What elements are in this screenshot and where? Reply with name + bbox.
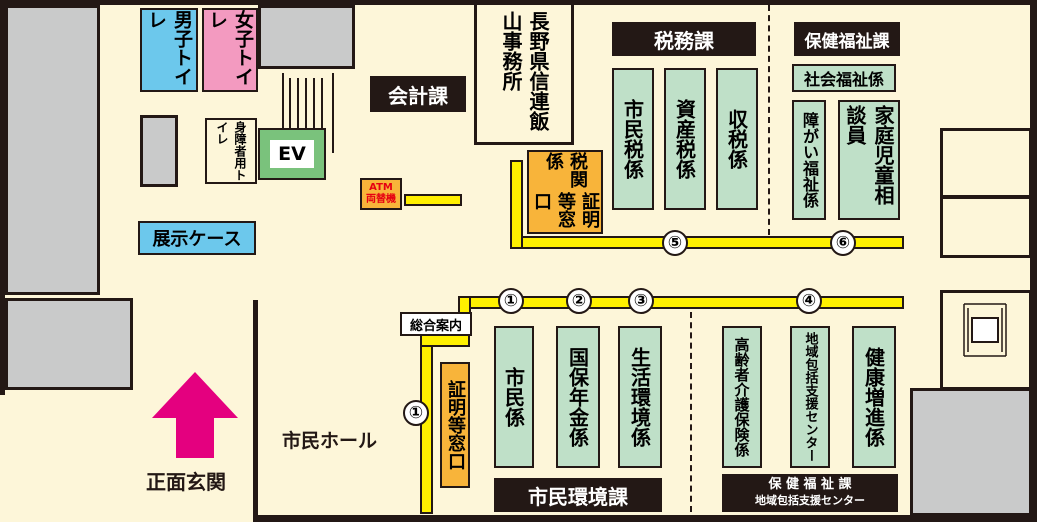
counter-4[interactable]: ④ xyxy=(796,288,822,314)
main-entrance-label: 正面玄関 xyxy=(146,470,226,494)
social-welfare-desk: 社会福祉係 xyxy=(792,64,896,92)
accounting-division: 会計課 xyxy=(370,76,466,112)
counter-5[interactable]: ⑤ xyxy=(662,230,688,256)
health-promotion-desk: 健康増進係 xyxy=(852,326,896,468)
entrance-arrow-icon xyxy=(150,370,240,460)
atm-exchange-label: 両替機 xyxy=(366,194,396,205)
citizen-env-division-header: 市民環境課 xyxy=(494,478,662,512)
gray-pillar xyxy=(140,115,178,187)
citizen-hall-label: 市民ホール xyxy=(282,430,378,452)
right-room-middle xyxy=(940,196,1032,258)
accounting-label: 会計課 xyxy=(388,83,448,108)
citizen-env-division-label: 市民環境課 xyxy=(528,484,628,509)
environment-desk: 生活環境係 xyxy=(618,326,662,468)
gray-column-left xyxy=(5,5,100,295)
bank-label: 長野県信連飯山事務所 xyxy=(499,11,550,131)
welfare-sign-title: 保 健 福 祉 課 xyxy=(768,477,852,492)
atm[interactable]: ATM 両替機 xyxy=(360,178,402,210)
counter-6[interactable]: ⑥ xyxy=(830,230,856,256)
welfare-division-header: 保健福祉課 xyxy=(794,22,900,56)
property-tax-desk: 資産税係 xyxy=(664,68,706,210)
welfare-division-sign: 保 健 福 祉 課 地域包括支援センター xyxy=(722,474,898,512)
display-case: 展示ケース xyxy=(138,221,256,255)
womens-toilet: 女子トイレ xyxy=(202,8,258,92)
partition-dashed-lower xyxy=(690,312,692,512)
child-counselor-desk: 家庭児童相談員 xyxy=(838,100,900,220)
display-case-label: 展示ケース xyxy=(152,229,242,250)
info-desk-label: 総合案内 xyxy=(409,318,462,334)
welfare-sign-subtitle: 地域包括支援センター xyxy=(755,494,865,507)
cert-window[interactable]: 証明等窓口 xyxy=(440,362,470,488)
outer-wall-right xyxy=(1030,0,1037,522)
partition-dashed-upper xyxy=(768,5,770,235)
counter-1-side[interactable]: ① xyxy=(403,400,429,426)
disability-welfare-desk: 障がい福祉係 xyxy=(792,100,826,220)
gray-block-top xyxy=(258,5,355,69)
outer-wall-top xyxy=(0,0,1037,5)
counter-2[interactable]: ② xyxy=(566,288,592,314)
atm-counter-line xyxy=(404,194,462,206)
mens-toilet: 男子トイレ xyxy=(140,8,198,92)
atm-label: ATM xyxy=(369,182,393,193)
counter-line-lower xyxy=(458,296,904,309)
outer-wall-left xyxy=(0,0,5,395)
tax-cert-window[interactable]: 税関係 証明等窓口 xyxy=(527,150,603,234)
tax-division-header: 税務課 xyxy=(612,22,756,56)
elevator-label: EV xyxy=(270,140,314,168)
tax-division-label: 税務課 xyxy=(654,28,714,53)
collection-desk: 収税係 xyxy=(716,68,758,210)
stairs-right-icon xyxy=(960,300,1010,360)
gray-block-lower-right xyxy=(910,388,1032,516)
accessible-toilet: 身障者用トイレ xyxy=(205,118,257,184)
citizen-tax-desk: 市民税係 xyxy=(612,68,654,210)
counter-line-upper-left xyxy=(510,160,523,249)
gray-block-lower-left xyxy=(5,298,133,390)
counter-line-vertical xyxy=(420,336,433,514)
outer-wall-bottom xyxy=(256,515,1037,522)
welfare-division-label: 保健福祉課 xyxy=(804,31,890,52)
regional-center-desk: 地域包括支援センター xyxy=(790,326,830,468)
elevator[interactable]: EV xyxy=(258,128,326,180)
counter-3[interactable]: ③ xyxy=(628,288,654,314)
entrance-wall-right xyxy=(253,300,258,522)
counter-1[interactable]: ① xyxy=(498,288,524,314)
citizen-desk: 市民係 xyxy=(494,326,534,468)
bank-office: 長野県信連飯山事務所 xyxy=(474,5,574,145)
right-room-upper xyxy=(940,128,1032,198)
info-desk[interactable]: 総合案内 xyxy=(400,312,472,336)
insurance-pension-desk: 国保年金係 xyxy=(556,326,600,468)
elderly-care-desk: 高齢者介護保険係 xyxy=(722,326,762,468)
